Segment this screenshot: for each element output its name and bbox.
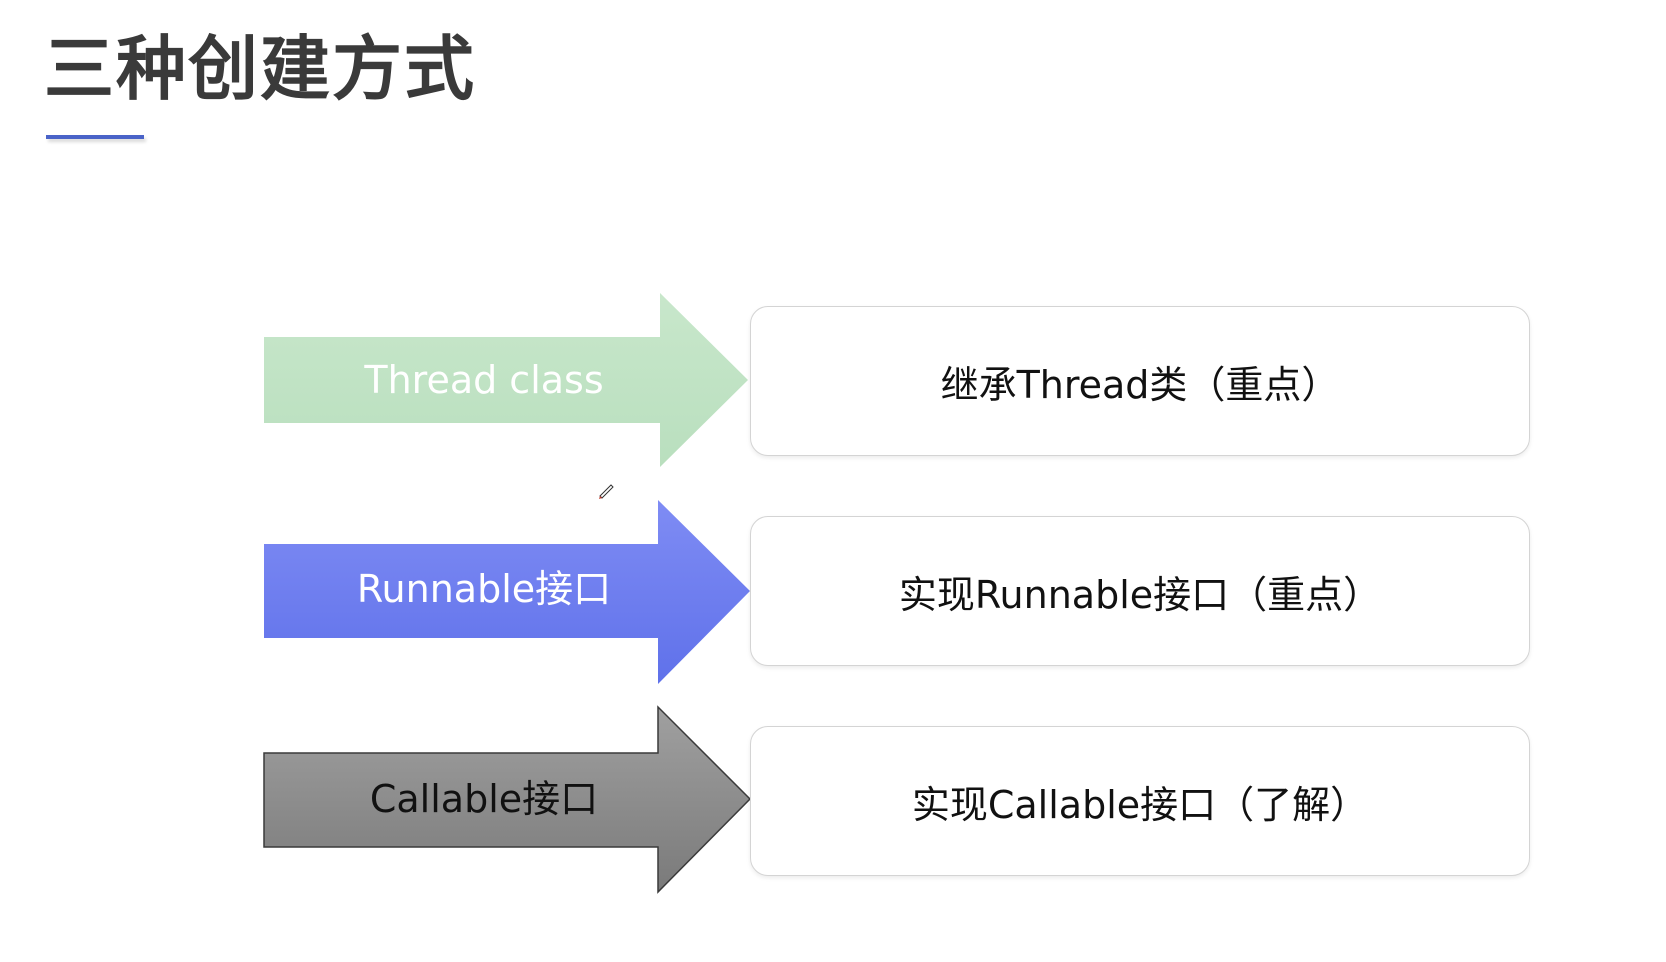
arrow-shape [264, 500, 750, 684]
arrow-callable: Callable接口 [263, 705, 752, 894]
card-text: 继承Thread类（重点） [940, 362, 1340, 407]
arrow-label: Thread class [364, 358, 604, 402]
card-text: 实现Runnable接口（重点） [898, 572, 1382, 617]
card-runnable: 实现Runnable接口（重点） [750, 516, 1530, 666]
arrow-shape [263, 705, 752, 894]
arrow-thread-class: Thread class [264, 293, 750, 469]
card-callable: 实现Callable接口（了解） [750, 726, 1530, 876]
arrow-shape [264, 293, 748, 467]
arrow-label: Callable接口 [369, 777, 599, 821]
pen-cursor-icon [599, 484, 614, 499]
card-text: 实现Callable接口（了解） [911, 782, 1369, 827]
arrow-runnable: Runnable接口 [264, 500, 750, 686]
arrow-label: Runnable接口 [356, 567, 612, 611]
title-underline [46, 135, 144, 139]
card-thread: 继承Thread类（重点） [750, 306, 1530, 456]
slide-title: 三种创建方式 [44, 28, 476, 110]
